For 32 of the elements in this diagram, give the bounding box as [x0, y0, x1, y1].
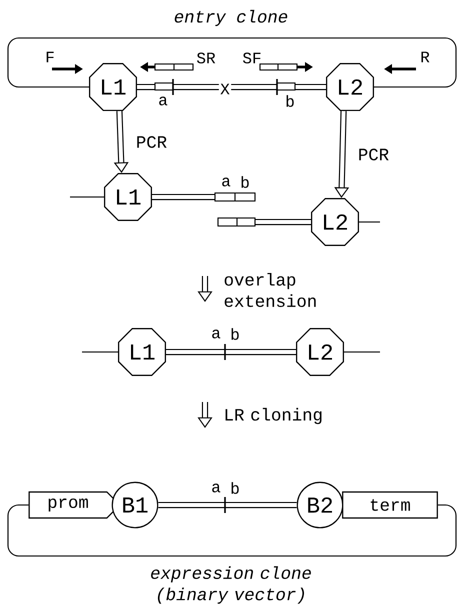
step-label: PCR: [137, 136, 167, 148]
insert-line: [166, 348, 296, 356]
site-octagon: L2: [296, 328, 344, 376]
site-label: b: [232, 328, 239, 340]
step-label: PCR: [359, 148, 389, 160]
insert-line: [137, 84, 326, 90]
terminator-box: term: [342, 491, 438, 519]
insert-line: [158, 502, 297, 508]
site-octagon: L2: [311, 198, 359, 246]
site-label: a: [212, 484, 220, 492]
step-label: LR cloning: [226, 408, 322, 424]
site-label: a: [212, 330, 220, 338]
plasmid-backbone: [7, 37, 457, 88]
caption: expression clone (binary vector): [151, 566, 311, 604]
primer-label: F: [46, 52, 54, 62]
step-label: overlap extension: [224, 272, 316, 308]
title: entry clone: [174, 10, 288, 26]
promoter-box: prom: [28, 491, 121, 519]
primer-label: R: [421, 52, 430, 62]
site-octagon: L1: [118, 328, 166, 376]
site-octagon: L1: [89, 63, 137, 112]
crossover-label: X: [218, 82, 232, 96]
site-label: b: [242, 176, 249, 188]
site-label: b: [232, 482, 239, 494]
site-octagon: L1: [104, 173, 152, 221]
primer-label: SF: [243, 52, 260, 64]
site-label: b: [286, 95, 294, 107]
plasmid-backbone: [7, 504, 457, 557]
primer-label: SR: [197, 52, 216, 64]
site-label: a: [159, 96, 168, 106]
site-label: a: [222, 178, 230, 186]
site-octagon: L2: [326, 63, 374, 112]
